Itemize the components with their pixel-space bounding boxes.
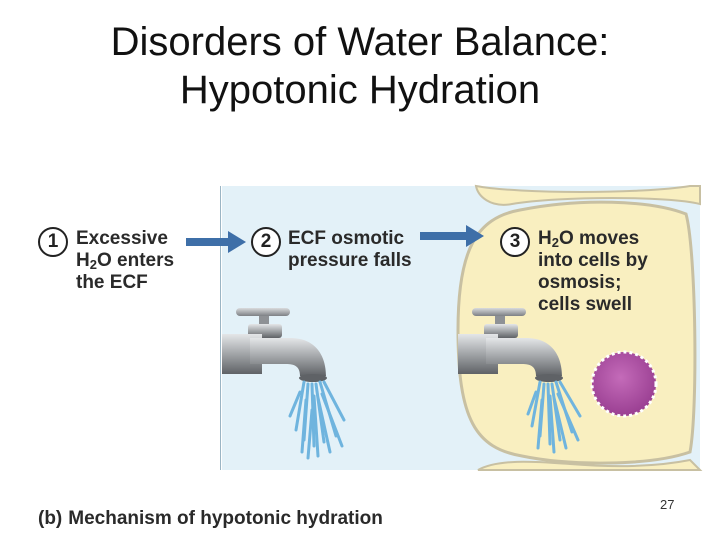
caption-text: Mechanism of hypotonic hydration <box>68 508 383 529</box>
cell-nucleus <box>590 350 658 418</box>
step-3-text: H2O moves into cells by osmosis; cells s… <box>538 228 648 316</box>
faucet-icon <box>458 308 563 382</box>
arrow-step1-to-step2 <box>186 231 246 253</box>
step-1-text: Excessive H2O enters the ECF <box>76 228 174 294</box>
slide-title: Disorders of Water Balance: Hypotonic Hy… <box>0 18 720 114</box>
title-line-1: Disorders of Water Balance: <box>110 20 610 64</box>
title-line-2: Hypotonic Hydration <box>179 68 541 112</box>
arrow-step2-to-step3 <box>420 225 484 247</box>
water-stream-icon <box>526 380 582 454</box>
step-2-line-1: ECF osmotic <box>288 228 405 249</box>
step-2-number: 2 <box>251 227 281 257</box>
step-3-line-4: cells swell <box>538 294 633 315</box>
caption-letter: (b) <box>38 508 63 529</box>
ecf-boundary <box>220 186 221 470</box>
page-number: 27 <box>660 497 675 512</box>
step-1-number: 1 <box>38 227 68 257</box>
figure-caption: (b)Mechanism of hypotonic hydration <box>38 508 383 530</box>
step-2-line-2: pressure falls <box>288 250 412 271</box>
step-3-number: 3 <box>500 227 530 257</box>
step-2-text: ECF osmotic pressure falls <box>288 228 412 272</box>
step-3-line-1: H2O moves <box>538 228 640 250</box>
step-1-line-2: H2O enters <box>76 250 175 272</box>
faucet-icon <box>222 308 327 382</box>
step-1-line-1: Excessive <box>76 228 168 249</box>
step-3-line-2: into cells by <box>538 250 648 271</box>
step-1-line-3: the ECF <box>76 272 148 293</box>
step-3-line-3: osmosis; <box>538 272 622 293</box>
water-stream-icon <box>288 380 346 460</box>
